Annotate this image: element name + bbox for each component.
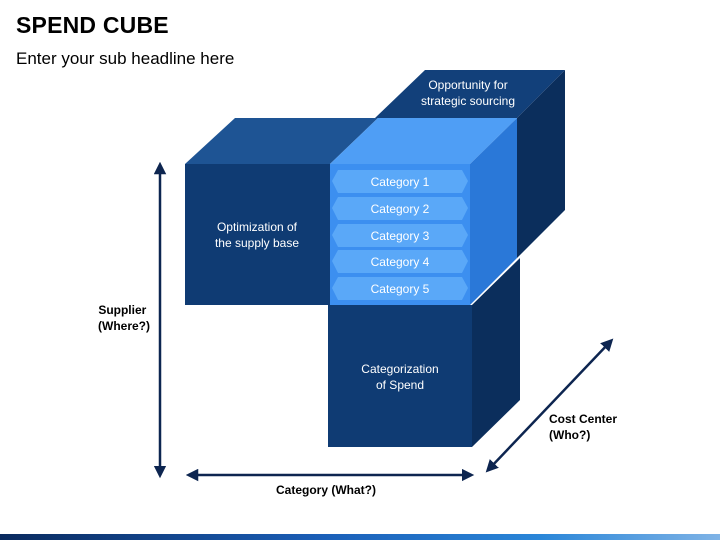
category-label: Category 2 <box>371 202 430 216</box>
category-list: Category 1 Category 2 Category 3 Categor… <box>332 170 468 300</box>
left-face-label-line: the supply base <box>215 236 299 250</box>
left-block-top-face <box>185 118 378 164</box>
left-block-front-face <box>185 164 330 305</box>
back-block-top-face <box>375 70 565 118</box>
category-label: Category 1 <box>371 175 430 189</box>
cost-center-axis-label-line: (Who?) <box>549 428 590 442</box>
left-face-label: Optimization of the supply base <box>215 220 299 250</box>
bottom-face-label: Categorization of Spend <box>361 362 438 392</box>
highlight-cube-side-face <box>470 118 517 305</box>
top-back-label: Opportunity for strategic sourcing <box>421 78 515 108</box>
bottom-face-label-line: Categorization <box>361 362 438 376</box>
back-block-right-face <box>517 70 565 258</box>
supplier-axis-label: Supplier (Where?) <box>98 303 150 333</box>
cost-center-axis-label: Cost Center (Who?) <box>549 412 620 442</box>
cost-center-axis-label-line: Cost Center <box>549 412 617 426</box>
bottom-block-front-face <box>328 305 472 447</box>
cost-center-axis-arrow <box>485 338 614 473</box>
bottom-face-label-line: of Spend <box>376 378 424 392</box>
highlight-cube-top-face <box>330 118 517 164</box>
top-back-label-line: Opportunity for <box>428 78 507 92</box>
page-subtitle: Enter your sub headline here <box>16 49 235 68</box>
category-label: Category 3 <box>371 229 430 243</box>
category-chevron <box>332 197 468 220</box>
top-back-label-line: strategic sourcing <box>421 94 515 108</box>
left-face-label-line: Optimization of <box>217 220 298 234</box>
category-chevron <box>332 224 468 247</box>
bottom-accent-bar <box>0 534 720 540</box>
supplier-axis-label-line: (Where?) <box>98 319 150 333</box>
category-label: Category 5 <box>371 282 430 296</box>
page-title: SPEND CUBE <box>16 12 169 38</box>
category-label: Category 4 <box>371 255 430 269</box>
category-chevron <box>332 170 468 193</box>
category-axis-label: Category (What?) <box>276 483 376 497</box>
supplier-axis-label-line: Supplier <box>98 303 146 317</box>
category-chevron <box>332 250 468 273</box>
category-chevron <box>332 277 468 300</box>
